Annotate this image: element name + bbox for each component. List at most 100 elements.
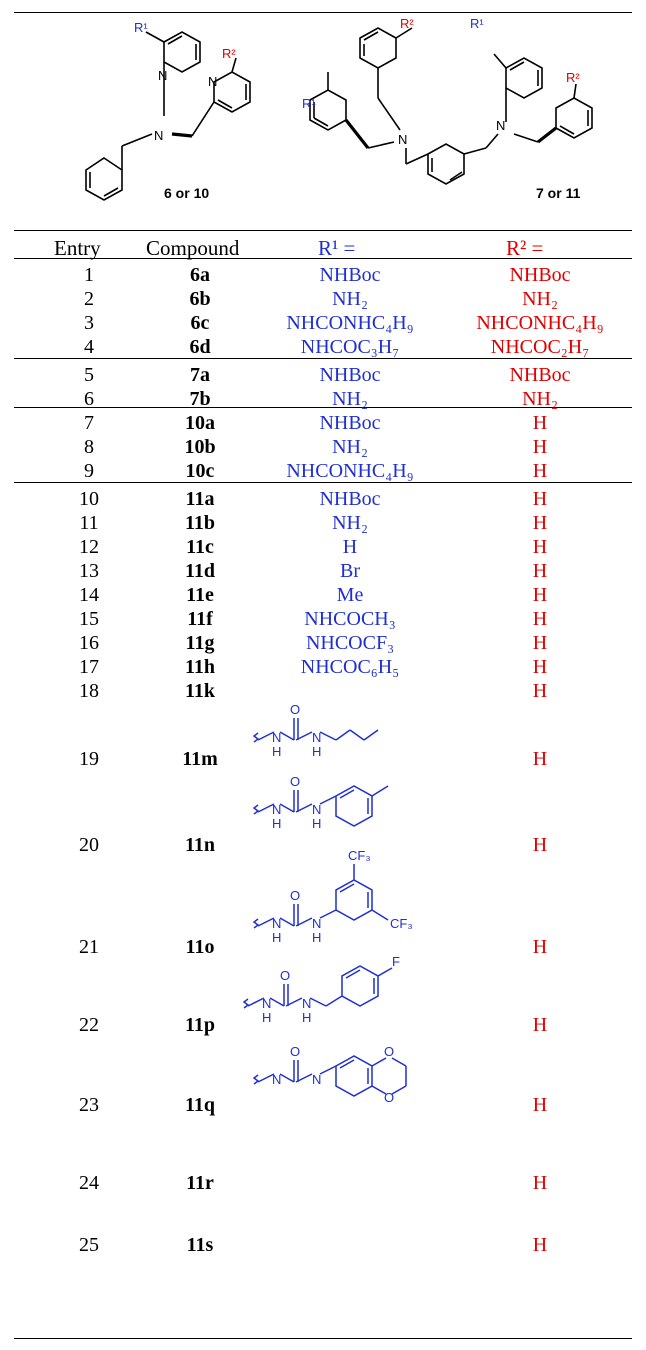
r1-cell: Me (336, 584, 364, 606)
compound-cell: 10b (184, 436, 216, 458)
struct-n2: N (312, 802, 321, 817)
r1-cell: NHBoc (319, 264, 381, 286)
entry-cell: 10 (79, 488, 99, 510)
r2-cell: H (532, 1014, 548, 1036)
entry-cell: 5 (84, 364, 94, 386)
entry-cell: 23 (79, 1094, 99, 1116)
struct-h2: H (312, 816, 321, 831)
r1-cell: NHBoc (319, 412, 381, 434)
entry-cell: 18 (79, 680, 99, 702)
entry-cell: 8 (84, 436, 94, 458)
struct-o: O (290, 774, 300, 789)
struct-h1: H (272, 930, 281, 945)
compound-cell: 11h (184, 656, 216, 678)
entry-cell: 9 (84, 460, 94, 482)
struct-f: F (392, 954, 400, 969)
r1-structure-11m: O N H N H (252, 774, 389, 831)
entry-cell: 22 (79, 1014, 99, 1036)
r1-cell: NHCOC₆H₅ (300, 656, 400, 678)
scheme-r1-left: R¹ (134, 20, 148, 35)
entry-cell: 4 (84, 336, 94, 358)
r2-cell: H (532, 488, 548, 510)
r1-cell: NH₂ (332, 388, 368, 410)
table-bottom-rule (14, 1338, 632, 1339)
struct-h2: H (312, 744, 321, 759)
scheme-r1-right: R¹ (470, 16, 484, 31)
table-row: 19 11m H (0, 748, 646, 772)
struct-n1: N (272, 916, 281, 931)
scheme-r2-left: R² (222, 46, 236, 61)
entry-cell: 15 (79, 608, 99, 630)
scheme-n-4: N (398, 132, 407, 147)
compound-cell: 6b (189, 288, 211, 310)
header-compound: Compound (146, 236, 240, 260)
entry-cell: 17 (79, 656, 99, 678)
r1-cell: NHBoc (319, 364, 381, 386)
entry-cell: 19 (79, 748, 99, 770)
scheme-n-2: N (208, 74, 217, 89)
struct-h1: H (272, 816, 281, 831)
header-entry: Entry (54, 236, 101, 260)
entry-cell: 21 (79, 936, 99, 958)
r1-cell: NHCOC₃H₇ (300, 336, 400, 358)
r2-cell: NH₂ (522, 388, 558, 410)
scheme-r2-mid: R² (400, 16, 414, 31)
r1-structure-11n: CF₃ CF₃ O N H N H (252, 848, 413, 945)
scheme-r1-mid: R¹ (302, 96, 316, 111)
compound-cell: 11o (185, 936, 215, 958)
compound-cell: 11p (184, 1014, 216, 1036)
struct-h1: H (262, 1010, 271, 1025)
group-rule-10 (14, 407, 632, 408)
entry-cell: 25 (79, 1234, 99, 1256)
compound-cell: 11k (184, 680, 216, 702)
r2-cell: NHBoc (509, 264, 571, 286)
struct-n1: N (272, 1072, 281, 1087)
r2-cell: H (532, 412, 548, 434)
r1-cell: Br (340, 560, 360, 582)
compound-cell: 11m (182, 748, 218, 770)
compound-cell: 11f (187, 608, 213, 630)
compound-cell: 11q (184, 1094, 216, 1116)
compound-cell: 10a (185, 412, 215, 434)
r1-structure-11o: F O N H N H (242, 954, 400, 1025)
struct-n1: N (262, 996, 271, 1011)
r2-cell: NHCONHC₄H₉ (476, 312, 604, 334)
entry-cell: 2 (84, 288, 94, 310)
scheme-n-3: N (154, 128, 163, 143)
compound-cell: 7b (189, 388, 211, 410)
compound-cell: 11c (186, 536, 214, 558)
struct-h2: H (312, 930, 321, 945)
compound-cell: 11e (186, 584, 214, 606)
struct-n1: N (272, 802, 281, 817)
r2-cell: H (532, 936, 548, 958)
struct-h1: H (272, 744, 281, 759)
r2-cell: H (532, 536, 548, 558)
r1-structure-11p: O O O N N (252, 1044, 407, 1102)
struct-o: O (280, 968, 290, 983)
r2-cell: H (532, 460, 548, 482)
struct-n2: N (312, 730, 321, 745)
r2-cell: H (532, 584, 548, 606)
struct-cf3-top: CF₃ (348, 848, 371, 863)
table-row: 21 11o H (0, 936, 646, 960)
r1-cell: NHCOCF₃ (305, 632, 395, 654)
struct-o-ring-1: O (384, 1044, 394, 1059)
scheme-n-5: N (496, 118, 505, 133)
scheme-n-1: N (158, 68, 167, 83)
r2-cell: H (532, 748, 548, 770)
r1-cell: NHCOCH₃ (304, 608, 396, 630)
